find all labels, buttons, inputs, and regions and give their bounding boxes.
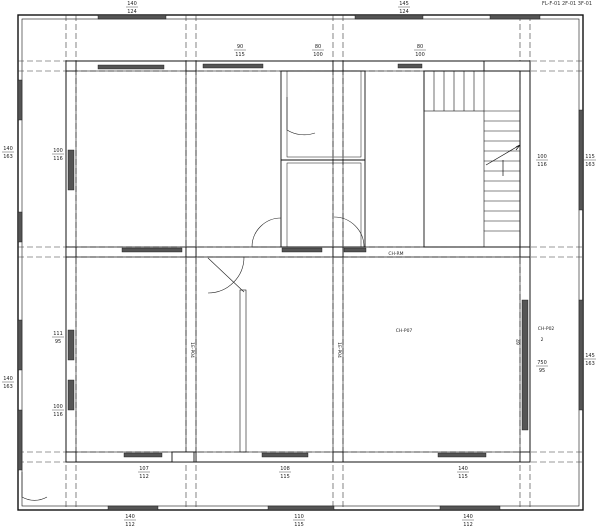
svg-text:140: 140	[127, 1, 137, 7]
svg-text:108: 108	[280, 466, 290, 472]
svg-text:111: 111	[53, 331, 63, 337]
svg-text:100: 100	[53, 404, 63, 410]
svg-text:140: 140	[458, 466, 468, 472]
svg-text:163: 163	[3, 154, 13, 160]
svg-text:95: 95	[539, 368, 545, 374]
svg-text:116: 116	[537, 162, 547, 168]
room-label: 2	[541, 337, 544, 343]
door-swing	[251, 217, 282, 248]
svg-text:100: 100	[313, 52, 323, 58]
stair	[423, 70, 521, 248]
columns	[65, 60, 531, 463]
wall-labels: 1E-P04 1E-P04 49	[189, 339, 520, 358]
svg-text:163: 163	[585, 361, 595, 367]
svg-text:140: 140	[3, 376, 13, 382]
svg-text:116: 116	[53, 156, 63, 162]
svg-text:100: 100	[53, 148, 63, 154]
svg-text:112: 112	[139, 474, 149, 480]
svg-text:90: 90	[237, 44, 243, 50]
svg-text:115: 115	[235, 52, 245, 58]
svg-text:140: 140	[125, 514, 135, 520]
inner-frame-outer	[65, 60, 531, 463]
room-label: CH-P02	[538, 326, 555, 332]
wall-label: 49	[514, 339, 520, 345]
central-rooms	[239, 70, 366, 453]
svg-text:145: 145	[399, 1, 409, 7]
svg-text:115: 115	[585, 154, 595, 160]
svg-text:110: 110	[294, 514, 304, 520]
svg-text:100: 100	[415, 52, 425, 58]
svg-text:112: 112	[125, 522, 135, 528]
svg-text:95: 95	[55, 339, 61, 345]
room-label: CH-P07	[396, 328, 413, 334]
svg-text:107: 107	[139, 466, 149, 472]
axis-lines	[18, 15, 583, 510]
door-swing	[207, 256, 245, 294]
drawing-reference-note: FL-F-01 2F-01 3F-01	[541, 1, 592, 7]
svg-text:145: 145	[585, 353, 595, 359]
interior-walls	[65, 60, 531, 463]
inner-frame-inner	[75, 70, 521, 453]
svg-text:140: 140	[463, 514, 473, 520]
windows	[17, 14, 584, 511]
toilet-block	[280, 70, 366, 248]
svg-text:124: 124	[127, 9, 137, 15]
svg-text:163: 163	[3, 384, 13, 390]
partition-wall	[239, 289, 247, 453]
wall-label: 1E-P04	[189, 342, 195, 358]
svg-text:80: 80	[315, 44, 321, 50]
svg-text:750: 750	[537, 360, 547, 366]
svg-text:124: 124	[399, 9, 409, 15]
door-swing	[333, 216, 365, 248]
room-labels: CH-RM CH-P07 CH-P02 2	[388, 251, 554, 343]
outer-wall-inner-line	[21, 18, 580, 507]
svg-text:115: 115	[280, 474, 290, 480]
svg-text:100: 100	[537, 154, 547, 160]
room-label: CH-RM	[388, 251, 403, 257]
door-swing	[286, 97, 316, 136]
outer-wall-outline	[17, 14, 584, 511]
svg-text:140: 140	[3, 146, 13, 152]
svg-text:115: 115	[294, 522, 304, 528]
wall-label: 1E-P04	[336, 342, 342, 358]
doors	[21, 97, 365, 501]
svg-text:80: 80	[417, 44, 423, 50]
svg-text:163: 163	[585, 162, 595, 168]
svg-text:116: 116	[53, 412, 63, 418]
door-swing	[21, 472, 48, 501]
svg-text:115: 115	[458, 474, 468, 480]
outer-walls	[17, 14, 584, 511]
svg-text:112: 112	[463, 522, 473, 528]
